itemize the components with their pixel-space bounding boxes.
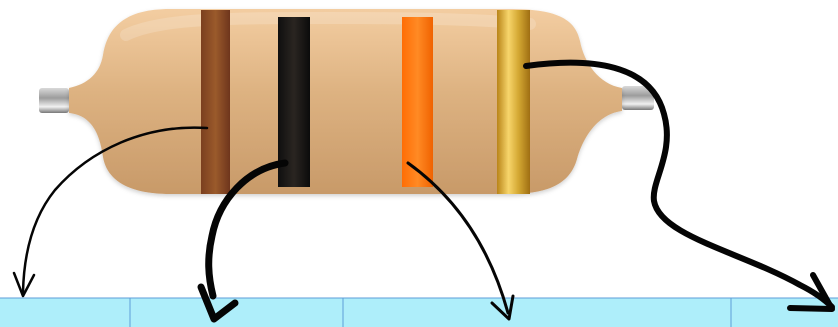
value-table [0,298,838,327]
gold-band [497,10,530,194]
left-lead [39,88,69,113]
brown-band [201,10,230,194]
orange-band [402,17,433,187]
resistor-body [69,9,622,194]
